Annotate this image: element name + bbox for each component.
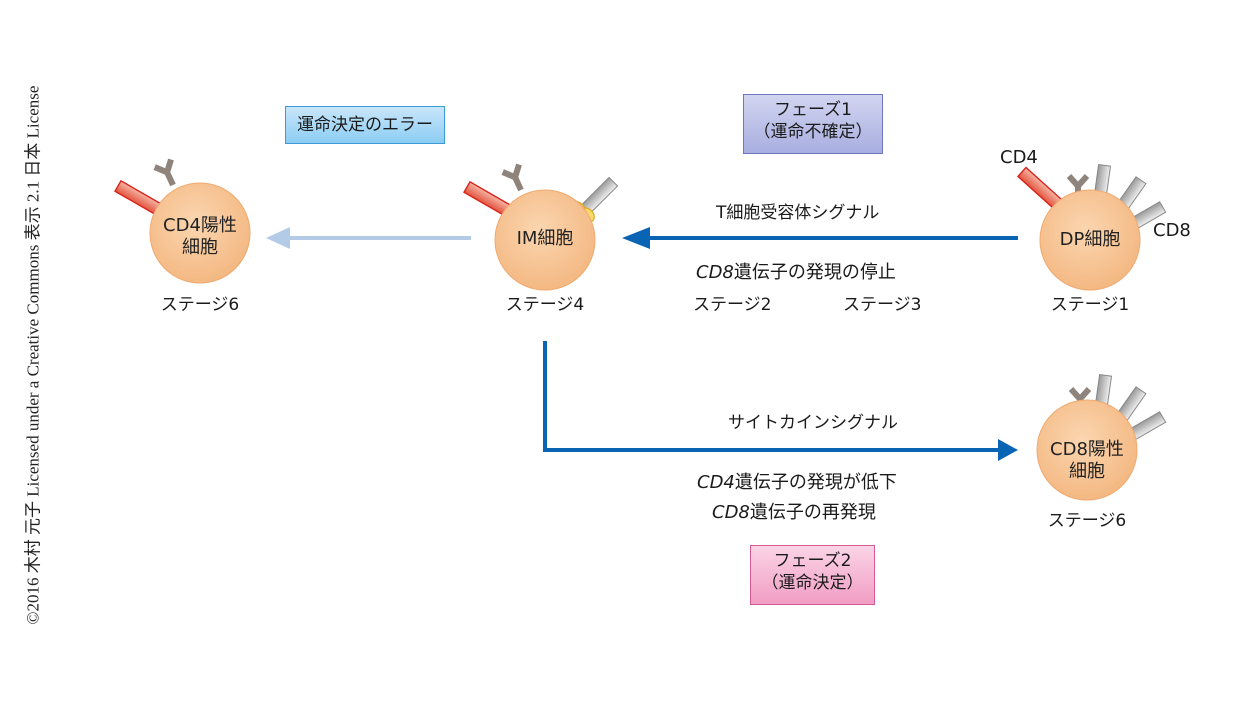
- cd8-positive-cell-name: CD8陽性 細胞: [1037, 439, 1137, 482]
- cd8-positive-cell: [1036, 372, 1170, 501]
- cd4-down-label: CD4遺伝子の発現が低下: [697, 472, 897, 495]
- phase2-title: フェーズ2: [773, 551, 852, 571]
- cd4-positive-cell: [114, 159, 251, 284]
- cell-name-line2: 細胞: [182, 236, 218, 258]
- dp-cell: [1017, 162, 1170, 291]
- im-cell-name: IM細胞: [516, 228, 574, 249]
- cytokine-signal-label: サイトカインシグナル: [728, 413, 898, 433]
- cell-name-line1: CD8陽性: [1050, 439, 1124, 460]
- phase1-box: フェーズ1 （運命不確定）: [743, 94, 883, 154]
- gene-name: CD8: [696, 262, 734, 283]
- cell-name-line1: CD4陽性: [163, 215, 237, 236]
- label-text: 遺伝子の発現の停止: [733, 262, 896, 283]
- tcr-icon: [503, 164, 529, 193]
- tcr-signal-label: T細胞受容体シグナル: [716, 203, 880, 223]
- label-text: 遺伝子の再発現: [749, 502, 876, 523]
- cd8-stop-label: CD8遺伝子の発現の停止: [696, 262, 896, 285]
- cd8-positive-cell-stage: ステージ6: [1047, 511, 1127, 531]
- cd4-positive-cell-stage: ステージ6: [160, 295, 240, 315]
- label-text: 遺伝子の発現が低下: [734, 472, 897, 493]
- im-cell: [463, 164, 624, 291]
- phase2-box: フェーズ2 （運命決定）: [750, 545, 875, 605]
- dp-cell-stage: ステージ1: [1050, 295, 1130, 315]
- fate-error-arrow: [266, 227, 471, 249]
- cytokine-signal-arrow: [543, 341, 1018, 461]
- cd4-receptor-label: CD4: [1000, 147, 1038, 168]
- stage2-label: ステージ2: [693, 295, 772, 315]
- phase2-subtitle: （運命決定）: [761, 573, 864, 594]
- gene-name: CD4: [697, 472, 735, 493]
- cd8-receptor-label: CD8: [1153, 220, 1191, 241]
- tcr-signal-arrow: [622, 227, 1018, 249]
- fate-error-box: 運命決定のエラー: [285, 106, 445, 144]
- dp-cell-name: DP細胞: [1059, 229, 1121, 250]
- phase1-title: フェーズ1: [774, 100, 852, 120]
- cd8-reexpression-label: CD8遺伝子の再発現: [712, 502, 876, 525]
- phase1-subtitle: （運命不確定）: [753, 122, 873, 143]
- stage3-label: ステージ3: [843, 295, 922, 315]
- im-cell-stage: ステージ4: [505, 295, 585, 315]
- cell-name-line2: 細胞: [1069, 460, 1105, 482]
- fate-error-label: 運命決定のエラー: [297, 115, 433, 135]
- cd4-positive-cell-name: CD4陽性 細胞: [150, 215, 250, 258]
- tcr-icon: [155, 159, 181, 188]
- gene-name: CD8: [712, 502, 750, 523]
